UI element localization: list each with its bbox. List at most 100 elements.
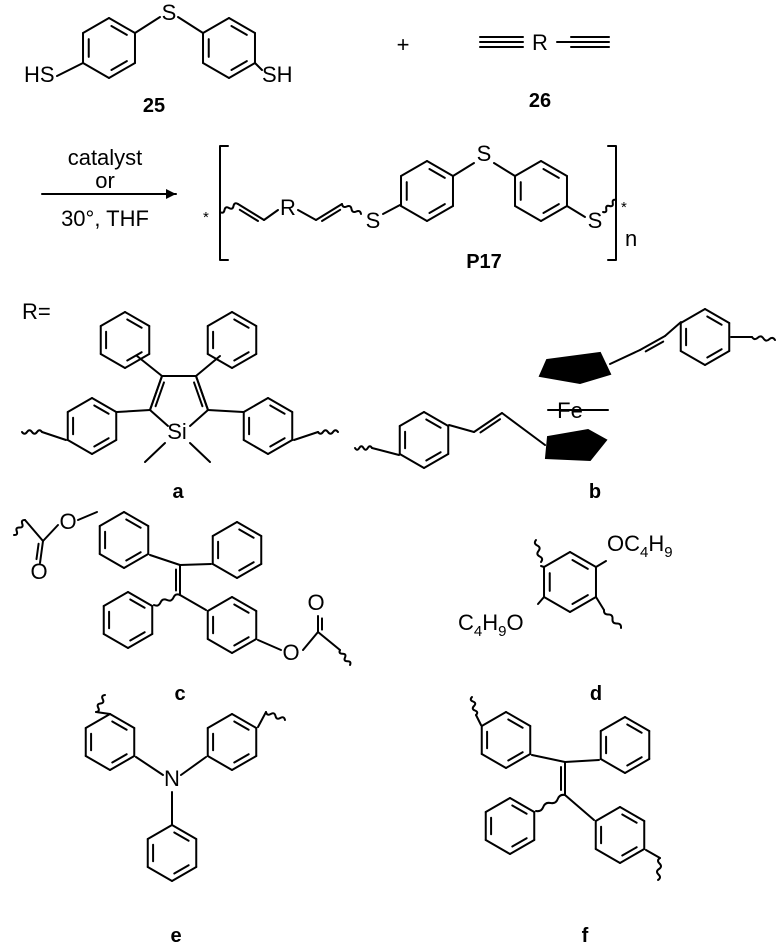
ring-bond xyxy=(82,17,110,34)
ring-bond xyxy=(202,62,230,79)
aromatic-double-bond xyxy=(233,318,250,329)
substituent-e-wavy-left xyxy=(95,694,106,713)
ring-bond xyxy=(231,755,258,771)
ring-bond xyxy=(98,553,125,569)
vinylene-1 xyxy=(479,418,502,434)
polymer-alkene-1 xyxy=(237,203,265,221)
ring-bond xyxy=(619,806,646,822)
ring-bond xyxy=(146,824,173,840)
polymer-p17-label: P17 xyxy=(466,251,502,273)
polymer-end-wavy-right xyxy=(602,198,617,214)
ring-bond xyxy=(480,753,507,769)
bracket-right xyxy=(607,145,617,261)
ring-bond xyxy=(624,758,651,774)
ring-bond xyxy=(398,411,425,427)
aromatic-double-bond xyxy=(621,813,638,824)
bond-sh-right xyxy=(254,62,263,71)
ring-bond xyxy=(127,633,154,649)
aromatic-double-bond xyxy=(126,318,143,329)
butoxy-group-top: OC4H9 xyxy=(607,531,673,561)
bond xyxy=(609,349,641,365)
bond xyxy=(95,711,111,715)
carbonyl-bond-1 xyxy=(35,542,40,561)
carbonyl-oxygen-1: O xyxy=(30,559,47,584)
vinylene-1 xyxy=(473,412,503,433)
ring-bond xyxy=(99,353,126,369)
ring-bond xyxy=(206,596,233,612)
ring-bond xyxy=(679,350,706,366)
substituent-c-label: c xyxy=(174,683,185,705)
bond xyxy=(263,209,279,221)
ring-bond xyxy=(514,205,542,222)
ring-bond xyxy=(228,17,256,34)
ring-bond xyxy=(206,353,233,369)
cyclopentadienyl-ring-top xyxy=(538,351,612,385)
bond-s-left xyxy=(134,16,161,34)
polymer-repeat-n: n xyxy=(625,226,637,251)
aromatic-double-bond xyxy=(173,831,190,842)
ring-bond xyxy=(599,758,626,774)
bond-si-methyl xyxy=(144,442,166,463)
aromatic-double-bond xyxy=(621,846,638,857)
bond xyxy=(135,756,164,776)
ring-bond xyxy=(124,353,151,369)
substituent-a-label: a xyxy=(172,481,184,503)
ring-bond xyxy=(206,713,233,729)
ring-bond xyxy=(82,62,110,79)
bond xyxy=(595,596,605,611)
bond xyxy=(136,355,163,377)
polymer-alkene-1 xyxy=(238,208,260,223)
bond xyxy=(564,759,600,763)
compound-25-label: 25 xyxy=(143,95,165,117)
bond xyxy=(42,524,59,542)
bond xyxy=(540,565,545,568)
ring-bond xyxy=(423,411,450,427)
bond xyxy=(302,631,319,651)
ring-bond xyxy=(594,848,621,864)
bond xyxy=(149,409,169,427)
ring-bond xyxy=(231,353,258,369)
butoxy-group-bottom: C4H9O xyxy=(458,610,524,640)
ring-bond xyxy=(91,397,118,413)
aromatic-double-bond xyxy=(233,351,250,362)
bond xyxy=(41,431,67,441)
silole-double-2 xyxy=(195,375,209,411)
bond xyxy=(24,519,44,542)
ring-bond xyxy=(569,551,597,568)
aromatic-double-bond xyxy=(233,720,250,731)
condition-temp-solvent: 30°, THF xyxy=(61,206,149,231)
substituent-a-wavy-right xyxy=(317,429,339,435)
r-definition-label: R= xyxy=(22,299,51,324)
ring-bond xyxy=(211,563,238,579)
aromatic-double-bond xyxy=(511,804,528,815)
ring-bond xyxy=(171,866,198,882)
bond xyxy=(382,204,401,215)
ring-bond xyxy=(400,160,428,177)
aromatic-double-bond xyxy=(626,756,643,767)
bond xyxy=(179,563,212,566)
ring-bond xyxy=(509,797,536,813)
aromatic-double-bond xyxy=(626,723,643,734)
sulfur-bridge-label: S xyxy=(162,0,177,25)
bond xyxy=(448,424,475,433)
thiol-right-label: SH xyxy=(262,62,293,87)
polymer-end-wavy-left xyxy=(219,202,239,214)
bond xyxy=(645,849,661,859)
aromatic-double-bond xyxy=(110,25,128,36)
compound-26-label: 26 xyxy=(529,90,551,112)
aromatic-double-bond xyxy=(507,751,524,762)
aromatic-double-bond xyxy=(542,203,560,214)
polymer-s3-label: S xyxy=(588,208,603,233)
ring-bond xyxy=(704,350,731,366)
ring-bond xyxy=(123,553,150,569)
ring-bond xyxy=(202,17,230,34)
bond xyxy=(179,594,207,611)
carbonyl-oxygen-2: O xyxy=(307,590,324,615)
aromatic-double-bond xyxy=(706,348,723,359)
ring-bond xyxy=(242,397,269,413)
bond xyxy=(77,511,98,521)
ring-bond xyxy=(569,596,597,613)
aromatic-double-bond xyxy=(93,437,110,448)
ring-bond xyxy=(484,797,511,813)
